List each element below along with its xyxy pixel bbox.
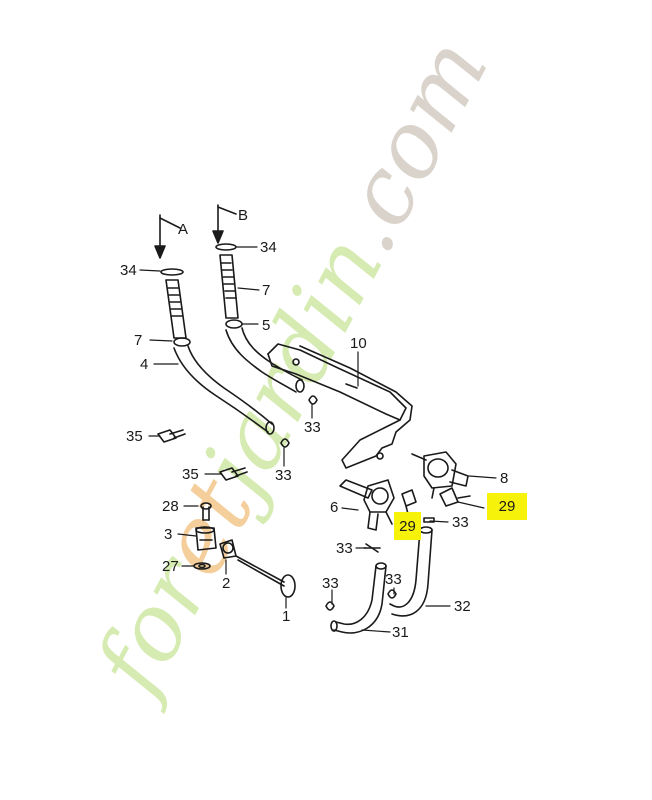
hose-a-assembly xyxy=(160,268,275,435)
callout-27: 27 xyxy=(162,558,179,575)
callout-33-f: 33 xyxy=(385,571,402,588)
callout-35-a: 35 xyxy=(126,428,143,445)
fitting-29-left xyxy=(401,489,417,515)
bolt-35-lower xyxy=(219,467,248,481)
callout-33-a: 33 xyxy=(304,419,321,436)
arrow-a xyxy=(154,214,181,259)
callout-7-a: 7 xyxy=(134,332,143,349)
plug-2 xyxy=(219,539,237,559)
callout-1: 1 xyxy=(282,608,291,625)
valve-6 xyxy=(339,479,395,531)
callout-7-b: 7 xyxy=(262,282,271,299)
callout-32: 32 xyxy=(454,598,471,615)
rod-1 xyxy=(235,555,296,598)
callout-5: 5 xyxy=(262,317,271,334)
callout-2: 2 xyxy=(222,575,231,592)
callout-31: 31 xyxy=(392,624,409,641)
callout-6: 6 xyxy=(330,499,339,516)
arrow-b-label: B xyxy=(238,207,249,224)
clip-33-lower-right xyxy=(387,589,397,599)
hose-b-assembly xyxy=(215,243,305,393)
callout-33-c: 33 xyxy=(452,514,469,531)
clip-33-right xyxy=(423,517,435,523)
callout-29-left-highlight: 29 xyxy=(394,512,421,540)
arrow-b xyxy=(212,204,237,244)
clip-33-lower-left xyxy=(325,601,335,611)
bolt-35-upper xyxy=(157,429,186,443)
callout-33-e: 33 xyxy=(322,575,339,592)
callout-29-left: 29 xyxy=(399,517,416,535)
clip-33-center xyxy=(363,543,381,553)
callout-33-d: 33 xyxy=(336,540,353,557)
callout-34-a: 34 xyxy=(120,262,137,279)
clip-33-middle xyxy=(280,438,290,448)
callout-34-b: 34 xyxy=(260,239,277,256)
callout-10: 10 xyxy=(350,335,367,352)
arrow-a-label: A xyxy=(178,221,189,238)
hose-31 xyxy=(330,562,387,634)
callout-35-b: 35 xyxy=(182,466,199,483)
screw-28 xyxy=(200,502,212,521)
clip-33-upper xyxy=(308,395,318,405)
callout-4: 4 xyxy=(140,356,149,373)
callout-29-right-highlight: 29 xyxy=(487,493,527,520)
callout-33-b: 33 xyxy=(275,467,292,484)
valve-8 xyxy=(411,451,469,499)
callout-28: 28 xyxy=(162,498,179,515)
bracket-10 xyxy=(267,343,413,469)
leader-lines xyxy=(139,246,497,633)
cap-3 xyxy=(195,526,217,551)
washer-27 xyxy=(193,562,211,570)
callout-8: 8 xyxy=(500,470,509,487)
callout-3: 3 xyxy=(164,526,173,543)
callout-29-right: 29 xyxy=(498,498,516,515)
